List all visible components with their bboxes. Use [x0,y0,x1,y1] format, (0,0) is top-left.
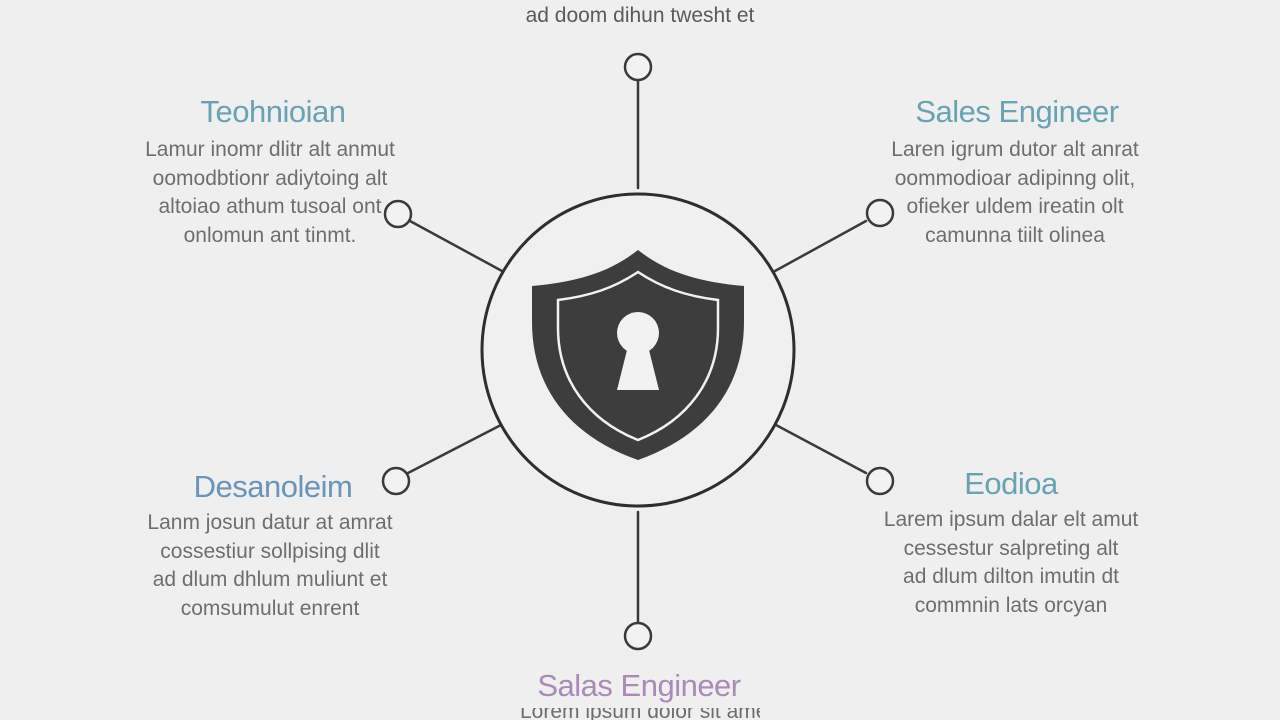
node-title-bottom: Salas Engineer [537,668,741,703]
node-dot-top-right [865,198,895,228]
node-body-bottom-left: Lanm josun datur at amrat cossestiur sol… [147,511,393,620]
shield-keyhole-icon [532,250,744,460]
connector-top-right [773,219,868,273]
node-title-top-right: Sales Engineer [915,94,1119,129]
top-node-description: ad doom dihun twesht et [525,4,755,27]
node-dot-top-left [383,199,413,229]
node-dot-bottom-right [865,466,895,496]
node-dot-bottom-left [381,466,411,496]
node-body-bottom-text: Lorem ipsum dolor sit amet [520,708,760,720]
node-dot-bottom [623,621,653,651]
node-body-bottom-clipped: Lorem ipsum dolor sit amet [520,708,760,720]
connector-top-left [408,219,504,273]
node-body-top-right: Laren igrum dutor alt anrat oommodioar a… [891,138,1139,247]
node-title-bottom-left: Desanoleim [193,469,353,504]
connector-bottom-right [774,423,868,475]
node-body-bottom-right: Larem ipsum dalar elt amut cessestur sal… [883,508,1139,617]
node-title-bottom-right: Eodioa [964,466,1058,501]
node-body-top-left: Lamur inomr dlitr alt anmut oomodbtionr … [145,138,395,247]
connector-bottom-left [406,423,503,475]
node-dot-top [623,52,653,82]
node-title-top-left: Teohnioian [200,94,346,129]
